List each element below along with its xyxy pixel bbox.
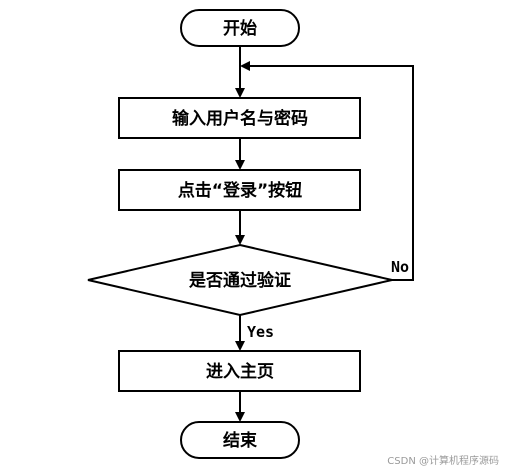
input-credentials-label: 输入用户名与密码 [172, 108, 308, 129]
decision-node: 是否通过验证 [87, 243, 393, 317]
decision-label: 是否通过验证 [189, 270, 291, 291]
yes-label: Yes [247, 323, 274, 341]
start-node: 开始 [180, 9, 300, 47]
start-label: 开始 [223, 18, 257, 39]
enter-home-label: 进入主页 [206, 361, 274, 382]
end-node: 结束 [180, 421, 300, 459]
watermark: CSDN @计算机程序源码 [387, 456, 499, 467]
click-login-node: 点击“登录”按钮 [118, 169, 361, 211]
input-credentials-node: 输入用户名与密码 [118, 97, 361, 139]
end-label: 结束 [223, 430, 257, 451]
enter-home-node: 进入主页 [118, 350, 361, 392]
edge-no-loop [240, 61, 414, 281]
no-label: No [391, 258, 409, 276]
click-login-label: 点击“登录”按钮 [178, 180, 302, 201]
